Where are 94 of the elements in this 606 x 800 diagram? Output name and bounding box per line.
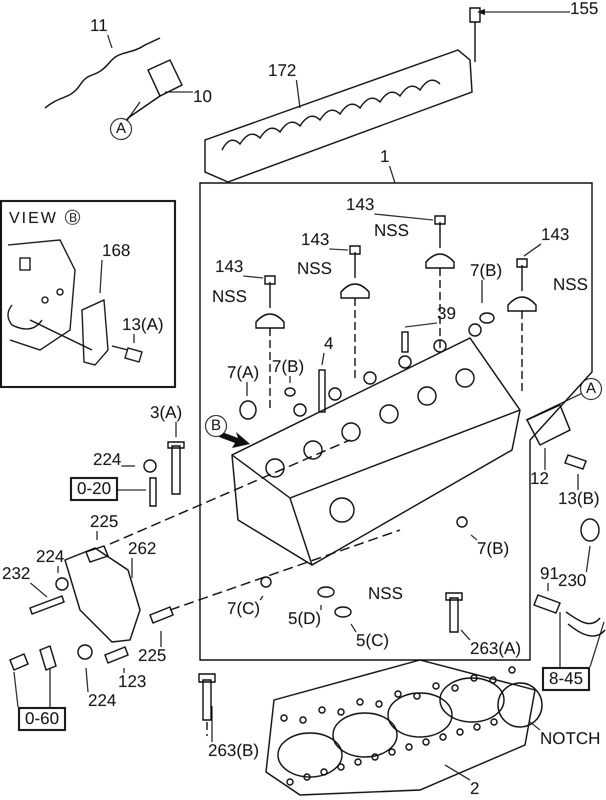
callout-number: 263(A) — [470, 640, 522, 658]
callout-number: 91 — [540, 565, 559, 583]
leader-line — [211, 706, 213, 742]
leader-line — [175, 422, 177, 437]
leader-line — [374, 213, 434, 221]
leader-line — [126, 102, 140, 120]
callout-number: 3(A) — [150, 404, 182, 422]
leader-line — [243, 275, 264, 279]
callout-number: 7(C) — [227, 600, 260, 618]
callout-number: 143 — [215, 258, 244, 276]
callout-number: 263(B) — [208, 742, 260, 760]
callout-number: 7(A) — [227, 364, 260, 382]
leader-line — [350, 624, 356, 632]
leader-line — [444, 764, 470, 780]
leader-line — [118, 489, 146, 491]
callout-number: 143 — [346, 196, 374, 214]
leader-line — [530, 722, 540, 730]
callout-number: 225 — [90, 513, 118, 531]
leader-line — [329, 248, 348, 251]
leader-line — [289, 376, 291, 383]
view-title: VIEW Ⓑ — [9, 210, 82, 228]
circled-letter: A — [580, 378, 602, 400]
callout-number: 224 — [88, 692, 116, 710]
leader-line — [404, 322, 438, 328]
leader-line — [460, 630, 470, 640]
leader-line — [470, 534, 478, 540]
leader-line — [320, 605, 322, 610]
callout-number: 13(A) — [122, 316, 164, 334]
reference-box: 0-20 — [70, 477, 118, 501]
leader-line — [49, 668, 51, 707]
callout-number: NSS — [212, 288, 247, 306]
circled-letter: B — [205, 415, 227, 437]
callout-number: 143 — [541, 226, 570, 244]
callout-number: NSS — [368, 585, 403, 603]
callout-number: 1 — [380, 148, 390, 166]
leader-line — [107, 34, 113, 48]
leader-line — [30, 582, 48, 598]
reference-box: 8-45 — [542, 667, 590, 691]
callout-number: 7(B) — [272, 358, 304, 376]
leader-line — [85, 668, 89, 692]
leader-line — [121, 465, 135, 467]
leader-line — [96, 531, 98, 540]
leader-line — [589, 622, 605, 668]
leader-line — [123, 668, 125, 673]
callout-number: 4 — [324, 335, 334, 353]
callout-number: 10 — [193, 88, 212, 106]
reference-box: 0-60 — [18, 707, 66, 731]
leader-line — [526, 393, 582, 420]
callout-number: NOTCH — [540, 730, 600, 748]
callout-number: 12 — [530, 470, 549, 488]
view-panel — [0, 200, 176, 388]
callout-number: 172 — [268, 62, 296, 80]
leader-line — [57, 566, 59, 573]
leader-line — [586, 546, 591, 572]
leader-line — [544, 448, 546, 470]
callout-number: 224 — [93, 451, 122, 469]
leader-line — [133, 334, 135, 343]
leader-line — [547, 583, 549, 591]
leader-line — [260, 596, 264, 600]
callout-number: 225 — [138, 647, 166, 665]
leader-line — [296, 80, 301, 108]
callout-number: 232 — [2, 565, 30, 583]
leader-line — [160, 631, 162, 647]
leader-line — [559, 612, 561, 667]
callout-number: 262 — [128, 540, 156, 558]
leader-line — [165, 91, 193, 93]
leader-line — [246, 382, 248, 396]
callout-number: 2 — [470, 780, 480, 798]
callout-number: 224 — [36, 548, 64, 566]
leader-line — [481, 280, 483, 303]
circled-letter: A — [110, 118, 132, 140]
leader-line — [577, 474, 579, 490]
callout-number: 168 — [102, 242, 130, 260]
callout-number: 11 — [90, 17, 108, 35]
callout-number: 13(B) — [558, 490, 600, 508]
leader-line — [13, 672, 19, 708]
leader-line — [99, 260, 103, 294]
callout-number: 5(D) — [288, 610, 322, 628]
leader-line — [388, 166, 396, 184]
leader-line — [321, 352, 325, 366]
callout-number: 123 — [118, 673, 146, 691]
leader-line — [524, 244, 542, 256]
callout-number: 7(B) — [470, 262, 502, 280]
callout-number: 155 — [570, 0, 598, 18]
callout-number: 39 — [437, 305, 456, 323]
callout-number: NSS — [297, 260, 332, 278]
callout-number: 143 — [301, 231, 330, 249]
callout-number: 230 — [558, 572, 586, 590]
callout-number: NSS — [374, 222, 409, 240]
leader-line — [477, 8, 570, 16]
leader-line — [131, 558, 133, 578]
callout-number: 5(C) — [356, 632, 390, 650]
callout-number: 7(B) — [477, 540, 510, 558]
callout-number: NSS — [553, 276, 588, 294]
